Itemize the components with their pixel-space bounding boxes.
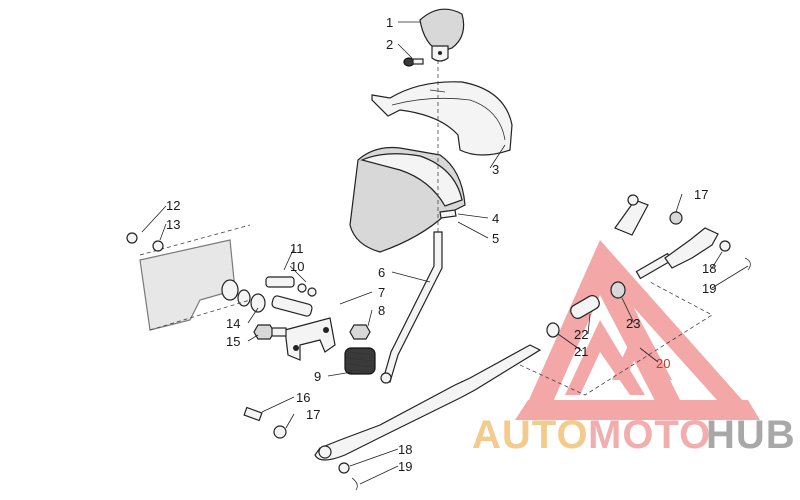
part-screw xyxy=(403,57,424,67)
part-boot-lower xyxy=(349,146,466,253)
group-bracket-20 xyxy=(519,281,713,396)
label-part-17-top: 17 xyxy=(694,187,708,202)
part-clip xyxy=(439,209,457,219)
label-part-6: 6 xyxy=(378,265,385,280)
label-part-4: 4 xyxy=(492,211,499,226)
part-bolt xyxy=(253,324,287,340)
label-part-11: 11 xyxy=(290,241,304,256)
label-part-7: 7 xyxy=(378,285,385,300)
label-part-9: 9 xyxy=(314,369,321,384)
label-part-16: 16 xyxy=(296,390,310,405)
watermark-hub: HUB xyxy=(706,413,796,457)
part-shaft xyxy=(237,289,313,317)
part-labels: 1 2 3 4 5 6 7 8 9 10 11 12 13 14 15 16 1… xyxy=(166,15,716,474)
logo-triangle-right xyxy=(600,240,760,420)
part-pin xyxy=(265,276,317,297)
watermark-text: AUTO MOTO HUB xyxy=(472,413,796,457)
part-sleeve xyxy=(570,281,626,319)
label-part-8: 8 xyxy=(378,303,385,318)
label-part-10: 10 xyxy=(290,259,304,274)
label-part-20: 20 xyxy=(656,356,670,371)
label-part-21: 21 xyxy=(574,344,588,359)
part-knob xyxy=(419,8,465,62)
label-part-18-bottom: 18 xyxy=(398,442,412,457)
label-part-2: 2 xyxy=(386,37,393,52)
label-part-15: 15 xyxy=(226,334,240,349)
label-part-18-top: 18 xyxy=(702,261,716,276)
label-part-3: 3 xyxy=(492,162,499,177)
leader-lines xyxy=(141,21,749,485)
part-frame xyxy=(126,224,251,331)
part-right-lever xyxy=(614,194,751,271)
label-part-19-top: 19 xyxy=(702,281,716,296)
watermark-moto: MOTO xyxy=(588,413,711,457)
part-bracket xyxy=(284,317,336,361)
label-part-22: 22 xyxy=(574,327,588,342)
watermark-auto: AUTO xyxy=(472,413,589,457)
label-part-14: 14 xyxy=(226,316,240,331)
label-part-12: 12 xyxy=(166,198,180,213)
part-shift-rod xyxy=(314,322,560,461)
part-gear-lever xyxy=(380,231,443,384)
label-part-23: 23 xyxy=(626,316,640,331)
part-spring xyxy=(344,347,376,375)
part-boot-cover-upper xyxy=(371,81,513,156)
label-part-5: 5 xyxy=(492,231,499,246)
part-bottom-fasteners xyxy=(243,406,358,491)
part-nut xyxy=(349,324,371,340)
label-part-13: 13 xyxy=(166,217,180,232)
label-part-1: 1 xyxy=(386,15,393,30)
label-part-19-bottom: 19 xyxy=(398,459,412,474)
label-part-17-bottom: 17 xyxy=(306,407,320,422)
